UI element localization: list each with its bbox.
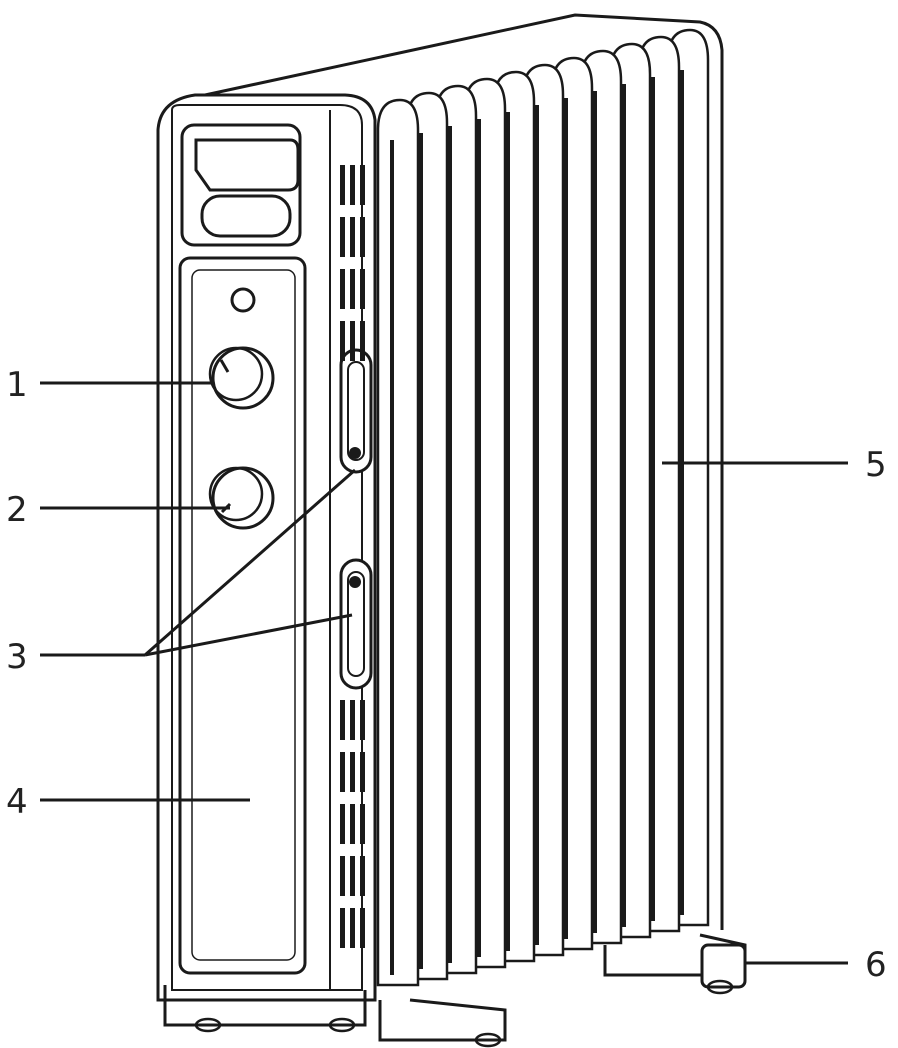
- vent-slot: [340, 856, 345, 896]
- vent-slot: [360, 165, 365, 205]
- vent-slot: [340, 321, 345, 361]
- vent-slot: [340, 269, 345, 309]
- vent-slot: [360, 804, 365, 844]
- leader-lines: [40, 381, 848, 965]
- callout-5: 5: [865, 445, 887, 485]
- vent-slot: [350, 908, 355, 948]
- vent-slot: [350, 217, 355, 257]
- vent-slot: [350, 700, 355, 740]
- vent-slot: [340, 752, 345, 792]
- vent-slot: [350, 269, 355, 309]
- vent-slot: [350, 752, 355, 792]
- power-selector-knob: [208, 346, 275, 410]
- radiator-fin: [376, 98, 420, 987]
- vent-slot: [350, 856, 355, 896]
- radiator-fins: [376, 28, 710, 987]
- side-vents: [340, 165, 365, 948]
- thermostat-knob: [208, 466, 275, 530]
- leader-3-b: [144, 468, 356, 657]
- cord-storage-slot-lower: [339, 558, 373, 690]
- feet: [163, 933, 747, 1048]
- cord-storage-slot-upper: [339, 348, 373, 474]
- vent-slot: [350, 804, 355, 844]
- callout-2: 2: [6, 490, 28, 530]
- vent-slot: [360, 700, 365, 740]
- vent-slot: [350, 321, 355, 361]
- vent-slot: [350, 165, 355, 205]
- vent-slot: [360, 321, 365, 361]
- vent-slot: [360, 908, 365, 948]
- callout-6: 6: [865, 945, 887, 985]
- callout-4: 4: [6, 782, 28, 822]
- callout-1: 1: [6, 365, 28, 405]
- vent-slot: [340, 804, 345, 844]
- vent-slot: [340, 165, 345, 205]
- top-rail: [204, 13, 724, 930]
- vent-slot: [340, 908, 345, 948]
- vent-slot: [360, 856, 365, 896]
- vent-slot: [360, 217, 365, 257]
- front-panel: [178, 256, 307, 975]
- vent-slot: [340, 217, 345, 257]
- callout-3: 3: [6, 637, 28, 677]
- carry-handle: [180, 123, 302, 247]
- vent-slot: [360, 269, 365, 309]
- leader-3-c: [144, 613, 353, 657]
- vent-slot: [360, 752, 365, 792]
- indicator-light: [230, 287, 256, 313]
- vent-slot: [340, 700, 345, 740]
